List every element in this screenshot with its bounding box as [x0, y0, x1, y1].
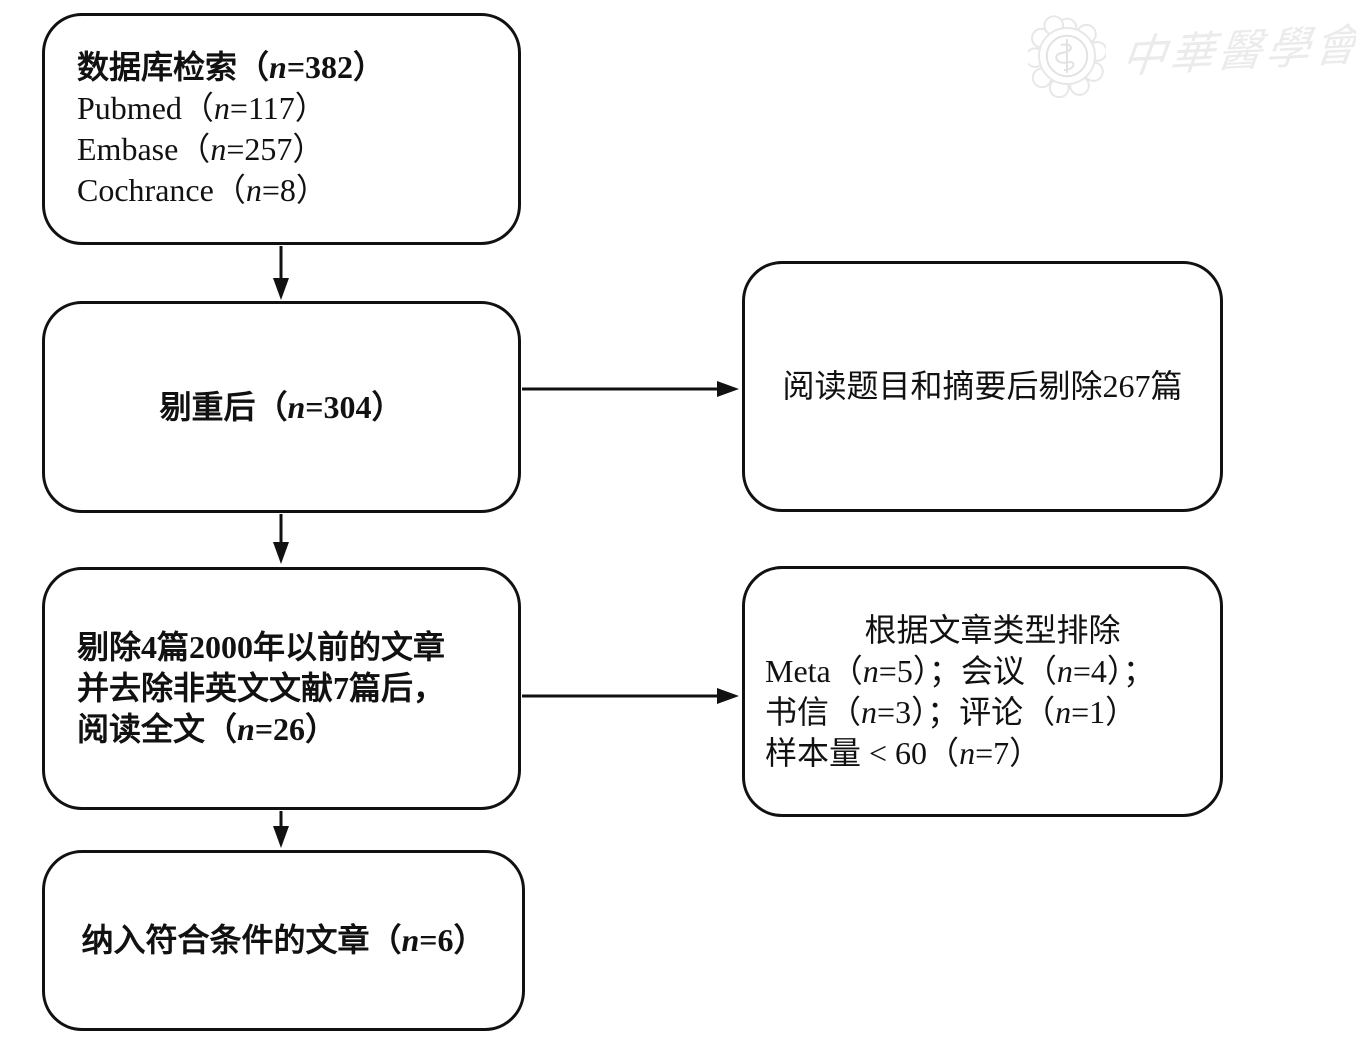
flow-box-text-line: 阅读全文（n=26） [77, 711, 338, 747]
flow-box-text-line: 根据文章类型排除 [864, 611, 1121, 648]
flow-box-after-deduplication: 剔重后（n=304） [42, 301, 521, 513]
flow-box-excluded-title-abstract: 阅读题目和摘要后剔除267篇 [742, 261, 1223, 512]
flow-box-text-line: 剔除4篇2000年以前的文章 [77, 629, 446, 665]
flow-box-fulltext-review: 剔除4篇2000年以前的文章并去除非英文文献7篇后， 阅读全文（n=26） [42, 567, 521, 810]
flow-box-text-line: 剔重后（n=304） [159, 388, 404, 425]
arrow-dedup-to-fulltext [273, 514, 289, 564]
arrow-dedup-to-title-abstract-exclusion [522, 381, 739, 397]
flow-box-text-line: 并去除非英文文献7篇后， [77, 670, 446, 706]
flow-box-text-line: Pubmed（n=117） [77, 90, 327, 126]
flow-box-text-line: 数据库检索（n=382） [77, 49, 386, 85]
flow-box-text-line: Embase（n=257） [77, 131, 325, 167]
cma-seal-logo [1028, 15, 1106, 98]
flow-box-excluded-by-article-type: 根据文章类型排除 Meta（n=5）；会议（n=4）； 书信（n=3）；评论（n=1… [742, 566, 1223, 817]
flow-box-text-line: Cochrance（n=8） [77, 172, 328, 208]
flow-box-text-line: 纳入符合条件的文章（n=6） [81, 922, 486, 958]
flow-box-text-line: 书信（n=3）；评论（n=1） [765, 693, 1138, 730]
flow-box-database-search: 数据库检索（n=382） Pubmed（n=117） Embase（n=257） Co… [42, 13, 521, 245]
watermark-text: 中華醫學會 [1119, 20, 1356, 83]
arrow-search-to-dedup [273, 246, 289, 300]
flow-box-text-line: 样本量 < 60（n=7） [765, 734, 1042, 771]
flow-box-text-line: Meta（n=5）；会议（n=4）； [765, 652, 1155, 689]
watermark: 中華醫學會 [1028, 14, 1356, 98]
arrow-fulltext-to-type-exclusion [522, 688, 739, 704]
flow-box-included-articles: 纳入符合条件的文章（n=6） [42, 850, 525, 1031]
arrow-fulltext-to-included [273, 811, 289, 848]
flow-box-text-line: 阅读题目和摘要后剔除267篇 [782, 368, 1183, 404]
